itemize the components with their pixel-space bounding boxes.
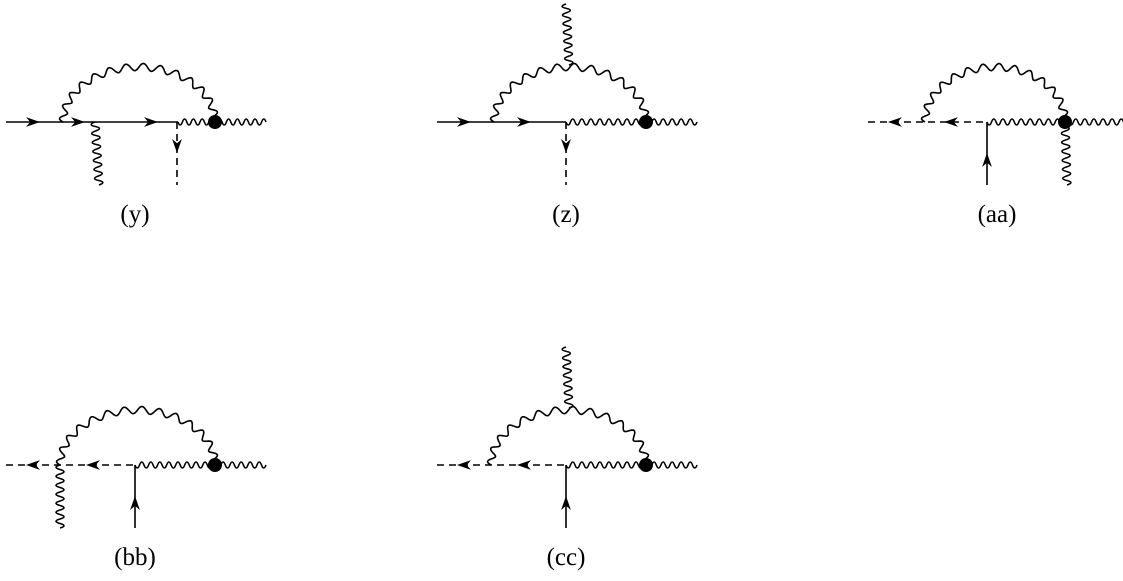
photon-loop: [486, 405, 650, 466]
photon-loop: [920, 62, 1069, 123]
panel-label-y: (y): [120, 201, 149, 228]
photon-out: [565, 118, 698, 126]
panel-cc: [437, 346, 698, 528]
fermion-arrow: [130, 496, 140, 510]
ghost-arrow: [944, 117, 958, 127]
external-photon: [561, 3, 574, 66]
fermion-arrow: [71, 117, 85, 127]
ghost-arrow: [457, 460, 471, 470]
ghost-arrow: [26, 460, 40, 470]
fermion-arrow: [982, 153, 992, 167]
panel-y: [6, 62, 267, 186]
panel-aa: [868, 62, 1123, 186]
photon-loop: [489, 62, 650, 123]
panel-bb: [6, 405, 267, 529]
fermion-arrow: [26, 117, 40, 127]
external-photon: [561, 346, 574, 409]
ghost-arrow: [172, 139, 182, 153]
vertex-dot: [208, 458, 222, 472]
photon-out: [986, 118, 1123, 126]
vertex-dot: [208, 115, 222, 129]
panel-label-z: (z): [552, 201, 580, 228]
fermion-arrow: [561, 496, 571, 510]
ghost-arrow: [86, 460, 100, 470]
photon-out: [134, 461, 267, 469]
panel-label-bb: (bb): [114, 544, 156, 571]
vertex-dot: [1058, 115, 1072, 129]
external-photon: [90, 121, 104, 186]
fermion-arrow: [517, 117, 531, 127]
ghost-arrow: [561, 139, 571, 153]
ghost-arrow: [888, 117, 902, 127]
panel-label-cc: (cc): [547, 544, 586, 571]
panel-label-aa: (aa): [978, 201, 1017, 228]
ghost-arrow: [517, 460, 531, 470]
fermion-arrow: [457, 117, 471, 127]
photon-loop: [55, 405, 219, 466]
external-photon: [1060, 121, 1072, 186]
photon-out: [565, 461, 698, 469]
vertex-dot: [639, 458, 653, 472]
vertex-dot: [639, 115, 653, 129]
fermion-arrow: [144, 117, 158, 127]
external-photon: [55, 464, 65, 529]
panel-z: [437, 3, 698, 185]
photon-loop: [58, 62, 219, 123]
